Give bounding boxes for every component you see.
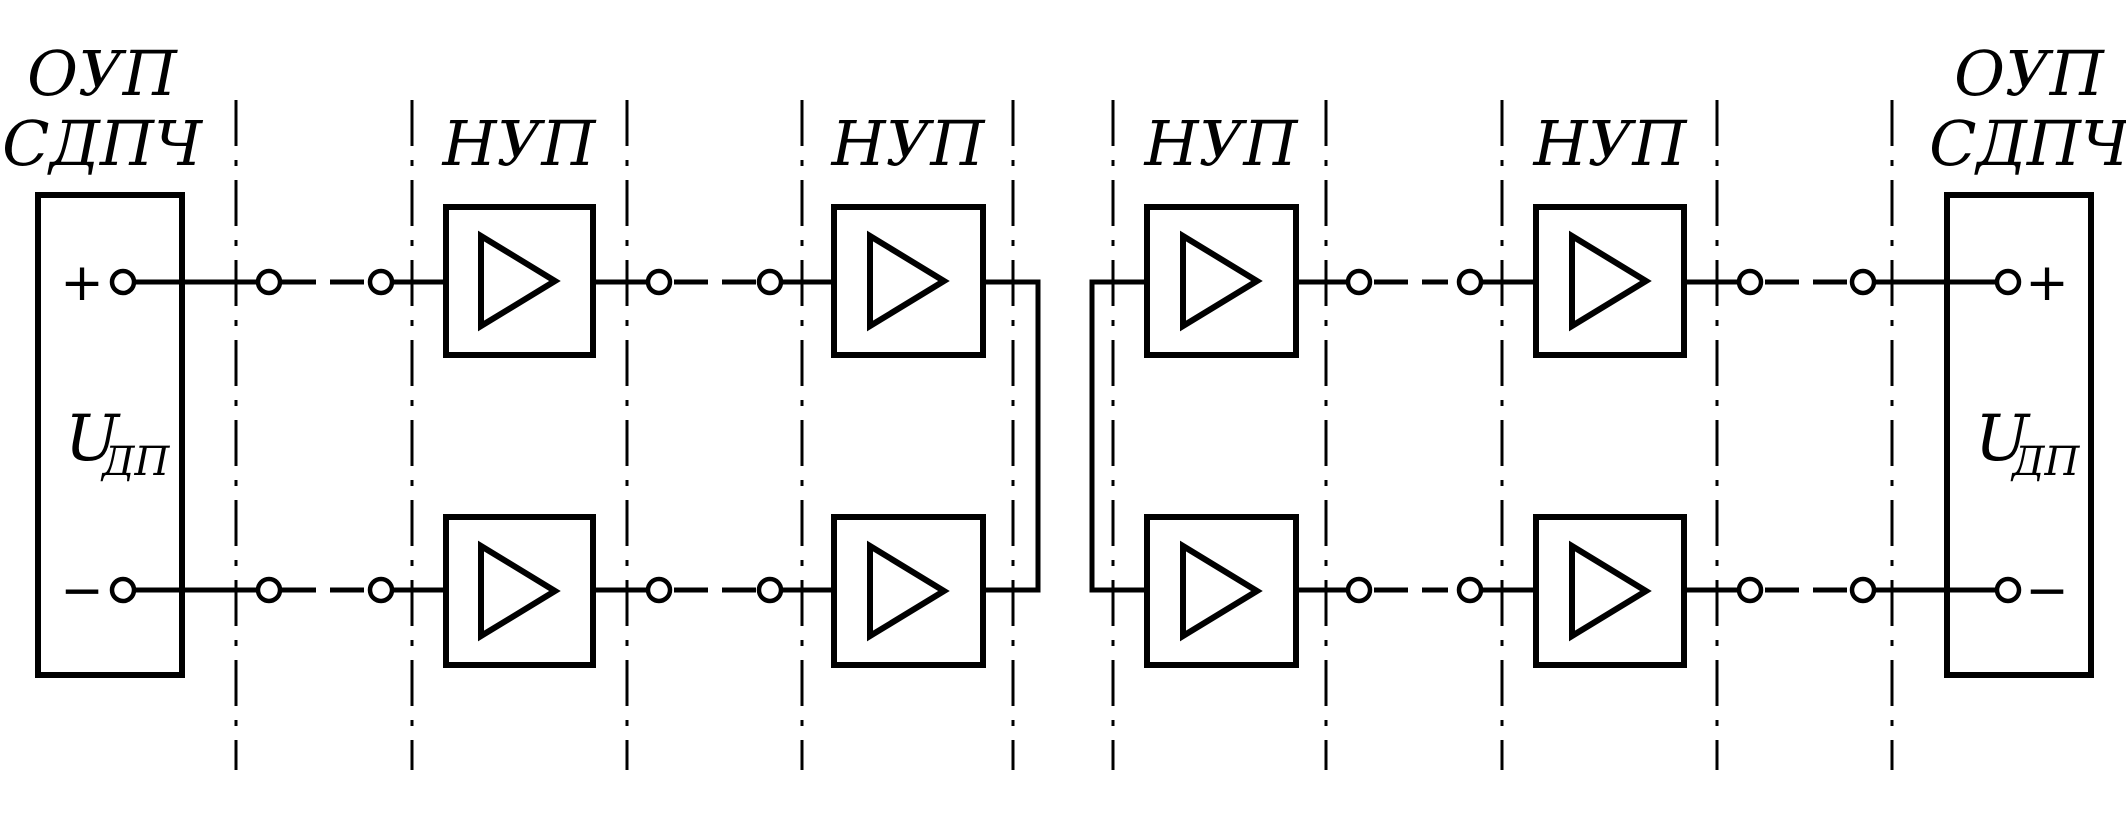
- right-voltage-subscript: ДП: [2010, 439, 2081, 485]
- amplifier-box: [831, 204, 986, 358]
- terminal-icon: [255, 268, 283, 296]
- right-end-station-box: [1944, 192, 2094, 678]
- right-voltage-symbol: U: [1975, 402, 2031, 476]
- amplifier-box: [1533, 204, 1687, 358]
- amplifier-triangle-icon: [1180, 540, 1263, 642]
- amplifier-box: [1144, 514, 1299, 668]
- amplifier-triangle-icon: [1180, 230, 1263, 332]
- amplifier-triangle-icon: [478, 540, 561, 642]
- terminal-icon: [645, 268, 673, 296]
- amplifier-box: [1533, 514, 1687, 668]
- terminal-icon: [1736, 268, 1764, 296]
- amplifier-box: [1144, 204, 1299, 358]
- terminal-icon: [1849, 576, 1877, 604]
- terminal-icon: [109, 268, 137, 296]
- right-station-title-line2: СДПЧ: [1929, 107, 2126, 180]
- left-end-station-box: [35, 192, 185, 678]
- terminal-icon: [645, 576, 673, 604]
- amplifier-triangle-icon: [867, 230, 950, 332]
- terminal-icon: [367, 576, 395, 604]
- repeater-1-label: НУП: [442, 107, 598, 180]
- terminal-icon: [1345, 268, 1373, 296]
- left-station-title-line2: СДПЧ: [2, 107, 204, 180]
- right-plus-sign: +: [2025, 253, 2069, 313]
- terminal-icon: [756, 576, 784, 604]
- terminal-icon: [255, 576, 283, 604]
- left-minus-sign: −: [60, 561, 104, 621]
- loop-left-of-repeater-3: [1089, 279, 1147, 593]
- left-voltage-subscript: ДП: [100, 439, 171, 485]
- right-station-title-line1: ОУП: [1954, 37, 2106, 110]
- left-plus-sign: +: [60, 253, 104, 313]
- amplifier-triangle-icon: [478, 230, 561, 332]
- repeater-2-label: НУП: [831, 107, 987, 180]
- terminal-icon: [367, 268, 395, 296]
- repeater-1: [443, 204, 596, 668]
- terminal-icon: [756, 268, 784, 296]
- left-station-title-line1: ОУП: [27, 37, 179, 110]
- terminal-icon: [1456, 268, 1484, 296]
- repeater-4: [1533, 204, 1687, 668]
- terminal-icon: [109, 576, 137, 604]
- terminal-icon: [1456, 576, 1484, 604]
- terminal-icon: [1736, 576, 1764, 604]
- left-voltage-symbol: U: [65, 402, 121, 476]
- repeater-3: [1144, 204, 1299, 668]
- amplifier-box: [443, 514, 596, 668]
- terminal-icon: [1345, 576, 1373, 604]
- amplifier-triangle-icon: [1569, 540, 1652, 642]
- repeater-3-label: НУП: [1144, 107, 1300, 180]
- terminal-icon: [1994, 268, 2022, 296]
- repeater-4-label: НУП: [1533, 107, 1689, 180]
- terminal-icon: [1994, 576, 2022, 604]
- amplifier-triangle-icon: [867, 540, 950, 642]
- section-boundaries: [234, 100, 1894, 770]
- amplifier-triangle-icon: [1569, 230, 1652, 332]
- amplifier-box: [443, 204, 596, 358]
- right-minus-sign: −: [2025, 561, 2069, 621]
- terminal-icon: [1849, 268, 1877, 296]
- loop-right-of-repeater-2: [983, 279, 1041, 593]
- terminals: [109, 268, 2022, 604]
- repeater-2: [831, 204, 986, 668]
- amplifier-box: [831, 514, 986, 668]
